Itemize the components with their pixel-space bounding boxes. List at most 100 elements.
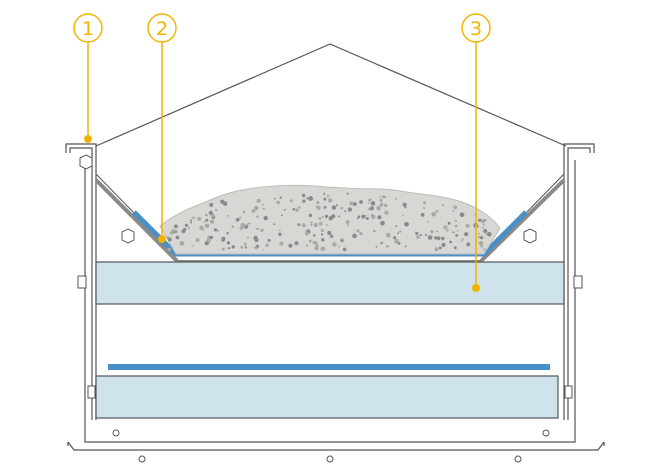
bulk-speckle [436,230,439,233]
bulk-speckle [384,210,389,215]
roof-cover [95,43,567,147]
bulk-speckle [420,213,425,217]
bulk-speckle [335,204,338,207]
callout-3-marker [472,284,480,292]
side-bolts [77,275,583,399]
bulk-speckle [454,219,457,222]
bulk-speckle [345,220,350,224]
bulk-speckle [380,220,385,226]
bulk-speckle [359,231,363,236]
bulk-speckle [306,244,309,247]
bulk-speckle [443,225,448,230]
bulk-speckle [454,224,458,228]
bulk-speckle [251,209,256,213]
bulk-speckle [453,205,457,210]
bulk-speckle [295,208,299,212]
bulk-speckle [423,207,426,210]
bulk-speckle [352,233,357,239]
bulk-speckle [394,238,399,244]
bulk-speckle [217,229,220,232]
bulk-speckle [441,242,446,247]
bulk-speckle [331,214,336,219]
bulk-speckles [166,192,492,252]
bulk-speckle [447,221,451,225]
bulk-speckle [249,222,252,225]
bulk-speckle [197,216,202,221]
bulk-speckle [483,229,488,233]
callout-2-marker [158,235,166,243]
bulk-speckle [315,205,318,208]
bulk-speckle [187,226,190,229]
bulk-speckle [279,241,284,246]
bulk-speckle [427,235,433,240]
bulk-speckle [480,245,483,248]
right-top-flange [563,143,595,262]
bulk-speckle [279,196,282,199]
bulk-speckle [379,195,381,198]
lower-liner-panel [95,375,559,419]
bulk-speckle [203,220,206,223]
bulk-speckle [402,202,407,207]
bulk-speckle [231,245,235,249]
bulk-speckle [208,210,213,215]
bulk-speckle [356,217,359,220]
callout-3-label: 3 [470,18,482,40]
bulk-speckle [379,242,383,245]
bulk-speckle [478,241,484,246]
bulk-speckle [487,231,492,237]
bulk-speckle [189,219,192,222]
tray-holes [112,429,550,463]
bulk-speckle [435,210,439,213]
callout-1-marker [84,135,92,143]
bulk-speckle [191,216,194,219]
bulk-speckle [221,247,225,251]
bulk-speckle [209,202,214,207]
bulk-speckle [174,224,178,229]
bulk-speckle [204,223,210,229]
bulk-speckle [344,210,347,213]
bulk-speckle [402,214,404,217]
callout-1: 1 [73,13,103,143]
bulk-speckle [301,193,306,198]
bulk-speckle [419,233,422,237]
bulk-speckle [449,240,453,244]
bulk-speckle [386,245,389,248]
bulk-speckle [434,247,439,252]
bulk-speckle [416,235,420,239]
bulk-speckle [273,223,276,226]
bulk-speckle [455,234,458,237]
bulk-speckle [427,220,429,223]
bulk-speckle [288,243,293,248]
bulk-speckle [329,234,334,238]
bulk-speckle [263,215,268,221]
bulk-speckle [331,205,337,210]
bulk-speckle [175,235,180,240]
bulk-speckle [367,199,370,202]
bulk-speckle [395,225,398,227]
bulk-speckle [310,221,313,224]
bulk-speckle [452,231,455,234]
bulk-speckle [395,197,398,200]
bulk-speckle [379,198,383,202]
bulk-speckle [338,215,341,218]
bulk-speckle [247,222,250,225]
bulk-speckle [321,238,325,242]
bulk-speckle [254,205,259,211]
bulk-speckle [478,232,480,235]
bulk-speckle [276,200,280,205]
bulk-speckle [190,221,193,224]
bulk-speckle [267,238,271,242]
bulk-speckle [308,196,313,201]
bulk-speckle [459,212,465,217]
bulk-speckle [183,227,186,231]
bulk-speckle [375,245,378,248]
bulk-speckle [320,228,324,233]
bulk-speckle [278,229,281,232]
bulk-speckle [274,197,276,200]
bulk-speckle [278,232,282,236]
callout-2-label: 2 [156,18,168,40]
bulk-speckle [357,215,361,219]
bulk-speckle [209,235,214,240]
bulk-speckle [256,227,259,230]
